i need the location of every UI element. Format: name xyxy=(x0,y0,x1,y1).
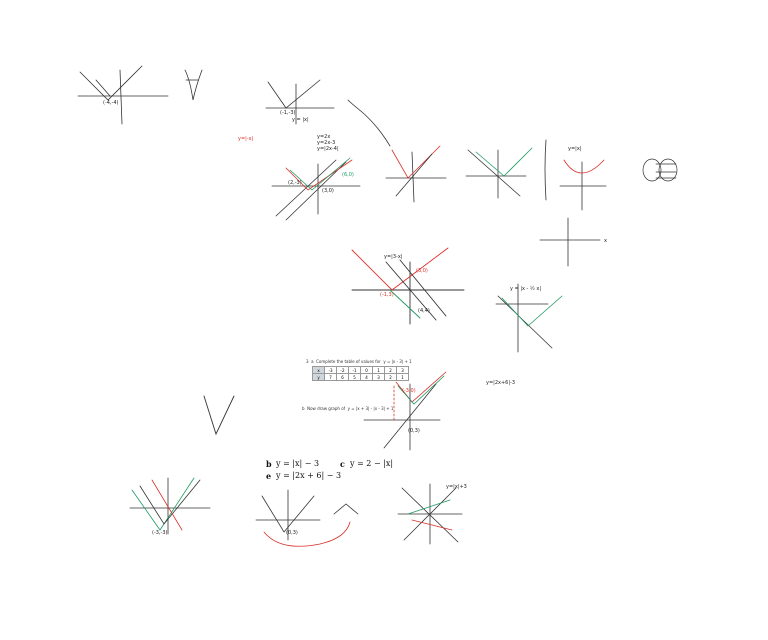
sketch-graph-bottom-left xyxy=(129,477,211,535)
note-point-2: (-1,-3) xyxy=(280,110,296,116)
note-eq-5: y = |x - ½ x| xyxy=(510,286,542,292)
sketch-graph-bottom-center xyxy=(255,489,359,547)
exercise-e-expression: y = |2x + 6| − 3 xyxy=(276,471,342,480)
question-table: x -3 -2 -1 0 1 2 3 y 7 6 5 4 3 2 1 xyxy=(312,366,409,381)
note-point-3: (2,-3) xyxy=(288,180,302,186)
table-cell: 3 xyxy=(396,366,409,374)
exercise-b-expression: y = |x| − 3 xyxy=(276,459,320,468)
question-line-2: b Now draw graph of y = |x + 3| - |x - 3… xyxy=(302,406,394,411)
sketch-vertical-line xyxy=(544,139,547,201)
note-point-8: (4,4) xyxy=(418,308,430,314)
sketch-graph-far-right xyxy=(559,159,607,211)
sketch-small-curve xyxy=(184,69,203,101)
table-cell: 5 xyxy=(348,373,361,381)
sketch-mapping-diagram xyxy=(642,158,678,182)
note-eq-2: y=2x y=2x-3 y=|2x-4| xyxy=(317,134,339,152)
table-cell: 6 xyxy=(336,373,349,381)
sketch-arc-line xyxy=(347,99,391,147)
table-cell: -2 xyxy=(336,366,349,374)
note-point-9: (-3,0) xyxy=(402,388,416,394)
note-eq-3: y=|-x| xyxy=(238,136,254,142)
sketch-graph-large xyxy=(351,247,465,325)
table-cell: 0 xyxy=(360,366,373,374)
note-point-10: (0,3) xyxy=(408,428,420,434)
exercise-b-label: b xyxy=(266,459,272,469)
sketch-graph-bottom-right xyxy=(397,483,463,545)
note-point-6: (3,0) xyxy=(416,268,428,274)
sketch-graph-center-right xyxy=(465,147,533,199)
sketch-graph-center xyxy=(385,145,447,203)
table-cell: 4 xyxy=(360,373,373,381)
note-point-1: (-4,-4) xyxy=(103,100,119,106)
note-point-5: (6,0) xyxy=(342,172,354,178)
note-eq-8: y=|x|+3 xyxy=(446,484,467,490)
table-cell: 3 xyxy=(372,373,385,381)
sketch-top-left-graph xyxy=(77,65,169,125)
table-cell: y xyxy=(312,373,325,381)
table-cell: 2 xyxy=(384,373,397,381)
table-cell: 7 xyxy=(324,373,337,381)
exercise-e-label: e xyxy=(266,471,272,481)
note-axis-label: x xyxy=(604,238,607,244)
table-cell: 1 xyxy=(372,366,385,374)
sketch-v-graph-2 xyxy=(265,79,335,125)
note-eq-1: y = |x| xyxy=(292,117,309,123)
table-cell: x xyxy=(312,366,325,374)
exercise-c-label: c xyxy=(340,459,345,469)
note-eq-4: y=|3-x| xyxy=(384,254,403,260)
table-cell: -3 xyxy=(324,366,337,374)
note-point-4: (3,0) xyxy=(322,188,334,194)
exercise-c-expression: y = 2 − |x| xyxy=(350,459,394,468)
note-eq-6: y=|x| xyxy=(568,146,582,152)
sketch-graph-center-left xyxy=(271,157,361,221)
sketch-graph-right-green xyxy=(495,283,563,353)
table-cell: 1 xyxy=(396,373,409,381)
note-point-11: (-3,-3) xyxy=(152,530,168,536)
table-cell: -1 xyxy=(348,366,361,374)
note-point-7: (-1,3) xyxy=(380,292,394,298)
sketch-axes-small xyxy=(539,217,601,267)
note-point-12: (0,3) xyxy=(286,530,298,536)
sketch-v-left xyxy=(203,395,235,436)
sketch-question-graph xyxy=(363,371,447,451)
note-eq-7: y=|2x+6|-3 xyxy=(486,380,516,386)
table-cell: 2 xyxy=(384,366,397,374)
question-line-1: 3 a Complete the table of values for y =… xyxy=(306,359,412,364)
